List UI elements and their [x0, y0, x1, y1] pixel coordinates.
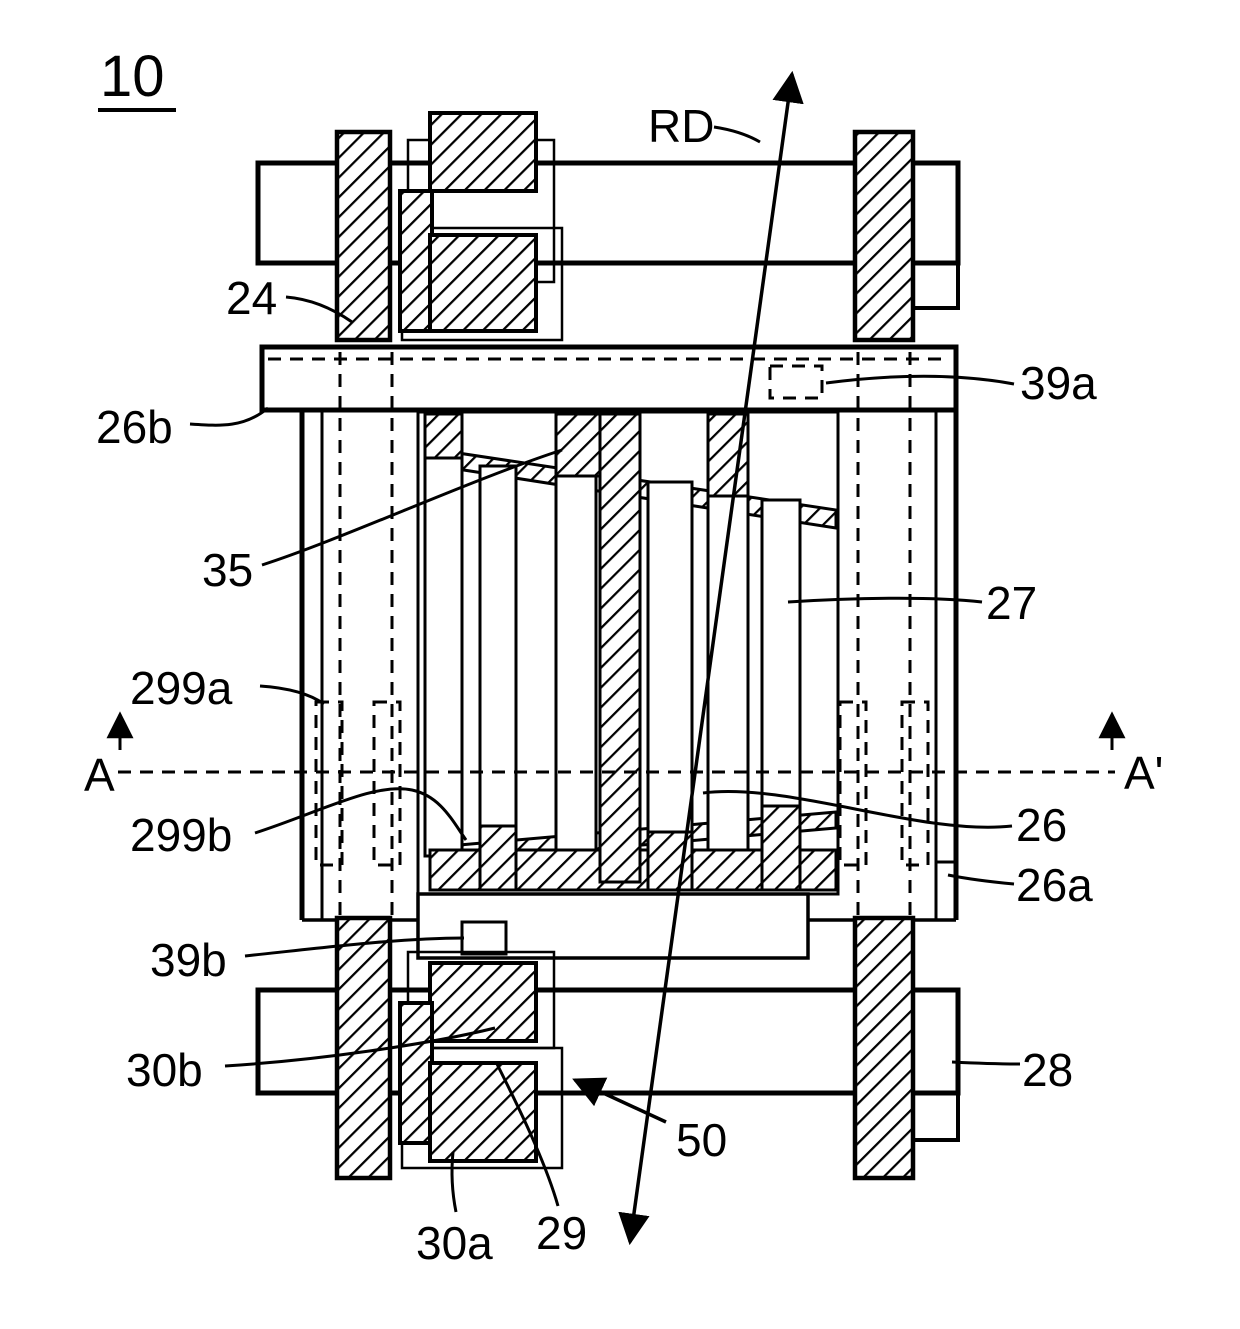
label-26b: 26b — [96, 401, 173, 453]
label-27: 27 — [986, 577, 1037, 629]
label-30b: 30b — [126, 1044, 203, 1096]
label-39a: 39a — [1020, 357, 1097, 409]
leader-299a — [259, 684, 325, 706]
leader-26a — [947, 873, 1015, 886]
leader-299b — [254, 787, 468, 841]
hidden-edges — [268, 352, 950, 916]
leader-28 — [951, 1060, 1021, 1066]
pixel-finger — [423, 450, 464, 858]
gate-line-bottom-notch — [913, 1093, 960, 1142]
pixel-finger — [760, 498, 802, 858]
rubbing-direction-arrow — [618, 70, 804, 1246]
pixel-region-boundary — [299, 410, 959, 922]
source-center-bar — [598, 412, 642, 884]
electrode-comb — [416, 410, 840, 896]
label-39b: 39b — [150, 934, 227, 986]
gate-line-top-notch — [913, 263, 960, 310]
label-35: 35 — [202, 544, 253, 596]
label-30a: 30a — [416, 1217, 493, 1269]
reference-labels: 10 RD 24 26b 39a 35 27 299a A A' 299b 26… — [84, 44, 1163, 1269]
leader-39a — [825, 374, 1015, 386]
data-line-segments — [334, 129, 916, 1181]
leader-lines — [189, 125, 1021, 1213]
leader-rd — [713, 125, 761, 144]
pixel-finger — [554, 470, 598, 858]
leader-39b — [244, 936, 465, 958]
label-28: 28 — [1022, 1044, 1073, 1096]
source-tooth — [423, 412, 464, 460]
drain-tooth — [760, 804, 802, 892]
label-26: 26 — [1016, 799, 1067, 851]
contact-299b-rect — [372, 700, 402, 867]
data-line-28 — [852, 915, 916, 1181]
contact-right-outer-rect — [838, 700, 868, 867]
pixel-finger — [646, 480, 694, 858]
drain-tooth — [478, 824, 518, 892]
label-50-arrow — [572, 1077, 667, 1124]
data-line-24 — [334, 129, 393, 343]
label-50: 50 — [676, 1114, 727, 1166]
bottom-center-structure — [398, 950, 564, 1170]
leader-26 — [702, 790, 1013, 829]
label-26a: 26a — [1016, 859, 1093, 911]
leader-29 — [495, 1063, 560, 1207]
contact-right-inner-rect — [900, 700, 930, 867]
label-299a: 299a — [130, 662, 233, 714]
leader-30a — [450, 1151, 458, 1213]
leader-24 — [285, 295, 353, 324]
leader-35 — [261, 448, 563, 567]
label-rd: RD — [648, 100, 714, 152]
electrode-30a — [428, 1061, 538, 1163]
label-section-a-prime: A' — [1124, 747, 1163, 799]
label-299b: 299b — [130, 809, 232, 861]
leader-30b — [224, 1026, 496, 1068]
pixel-finger — [478, 464, 518, 858]
electrode-30b — [428, 961, 538, 1043]
artwork — [98, 70, 1126, 1246]
leader-27 — [787, 596, 983, 604]
contact-299a-rect — [314, 700, 344, 867]
label-section-a: A — [84, 749, 115, 801]
section-line — [106, 711, 1126, 774]
figure-number: 10 — [100, 44, 165, 109]
leader-26b — [189, 406, 269, 427]
top-center-structure — [398, 111, 564, 342]
data-line-top-right — [852, 129, 916, 343]
contact-39b-rect — [460, 920, 508, 956]
label-24: 24 — [226, 272, 277, 324]
common-line-band — [259, 344, 959, 413]
label-29: 29 — [536, 1207, 587, 1259]
